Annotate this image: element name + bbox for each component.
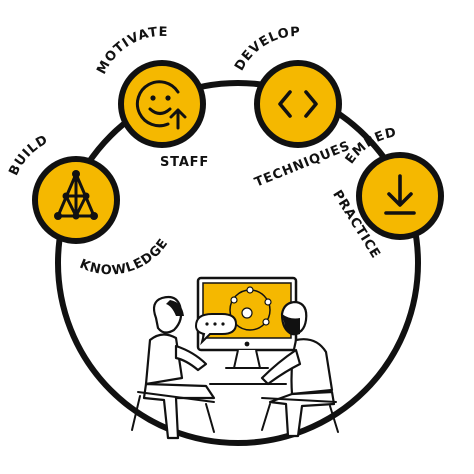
download-arrow-icon [384, 174, 416, 215]
code-brackets-icon [278, 90, 318, 118]
staff-label: STAFF [160, 155, 209, 170]
motivate-node-circle [118, 60, 206, 148]
step-develop: DEVELOP TECHNIQUES [232, 25, 352, 191]
person-right [260, 300, 339, 438]
step-motivate: MOTIVATE STAFF [94, 25, 209, 170]
meeting-illustration [131, 276, 339, 440]
knowledge-label: KNOWLEDGE [77, 236, 171, 279]
cycle-ring [55, 80, 421, 446]
person-left [131, 295, 216, 440]
apple-logo-icon [244, 341, 250, 347]
network-triangle-icon [54, 170, 98, 220]
smiley-up-arrow-icon [135, 80, 187, 130]
speech-bubble [194, 313, 238, 346]
step-build: BUILD KNOWLEDGE [6, 132, 171, 279]
develop-node-circle [254, 60, 342, 148]
